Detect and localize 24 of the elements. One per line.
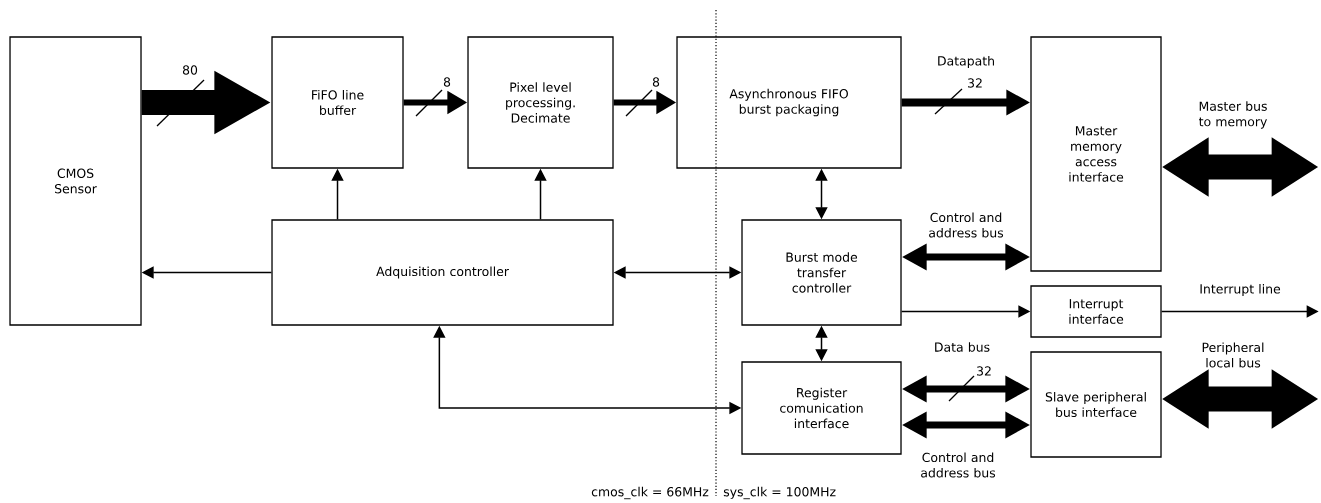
clock-label: cmos_clk = 66MHz bbox=[591, 486, 709, 500]
edge-label: Control and address bus bbox=[929, 212, 1004, 238]
block-box: Adquisition controller bbox=[271, 219, 614, 326]
bus-width-label: 32 bbox=[977, 366, 991, 376]
bus-width-label: 80 bbox=[182, 65, 198, 75]
block-box: Slave peripheral bus interface bbox=[1030, 351, 1162, 458]
block-box: Interrupt interface bbox=[1030, 285, 1162, 338]
edge-label: Control and address bus bbox=[921, 452, 996, 478]
block-box: CMOS Sensor bbox=[9, 36, 142, 326]
edge-label: Master bus to memory bbox=[1199, 101, 1267, 129]
bus-width-label: 8 bbox=[652, 77, 660, 87]
block-box: Burst mode transfer controller bbox=[741, 219, 902, 326]
bus-width-label: 32 bbox=[968, 78, 982, 88]
block-box: Register comunication interface bbox=[741, 361, 902, 455]
edge-label: Datapath bbox=[938, 55, 994, 68]
clock-label: sys_clk = 100MHz bbox=[723, 486, 836, 500]
block-box: Master memory access interface bbox=[1030, 36, 1162, 272]
block-box: Pixel level processing. Decimate bbox=[467, 36, 614, 169]
bus-width-label: 8 bbox=[443, 77, 451, 87]
edge-label: Peripheral local bus bbox=[1202, 342, 1264, 368]
block-box: FiFO line buffer bbox=[271, 36, 404, 169]
edge-label: Interrupt line bbox=[1200, 283, 1281, 296]
block-box: Asynchronous FIFO burst packaging bbox=[676, 36, 902, 169]
edge-label: Data bus bbox=[935, 342, 990, 352]
